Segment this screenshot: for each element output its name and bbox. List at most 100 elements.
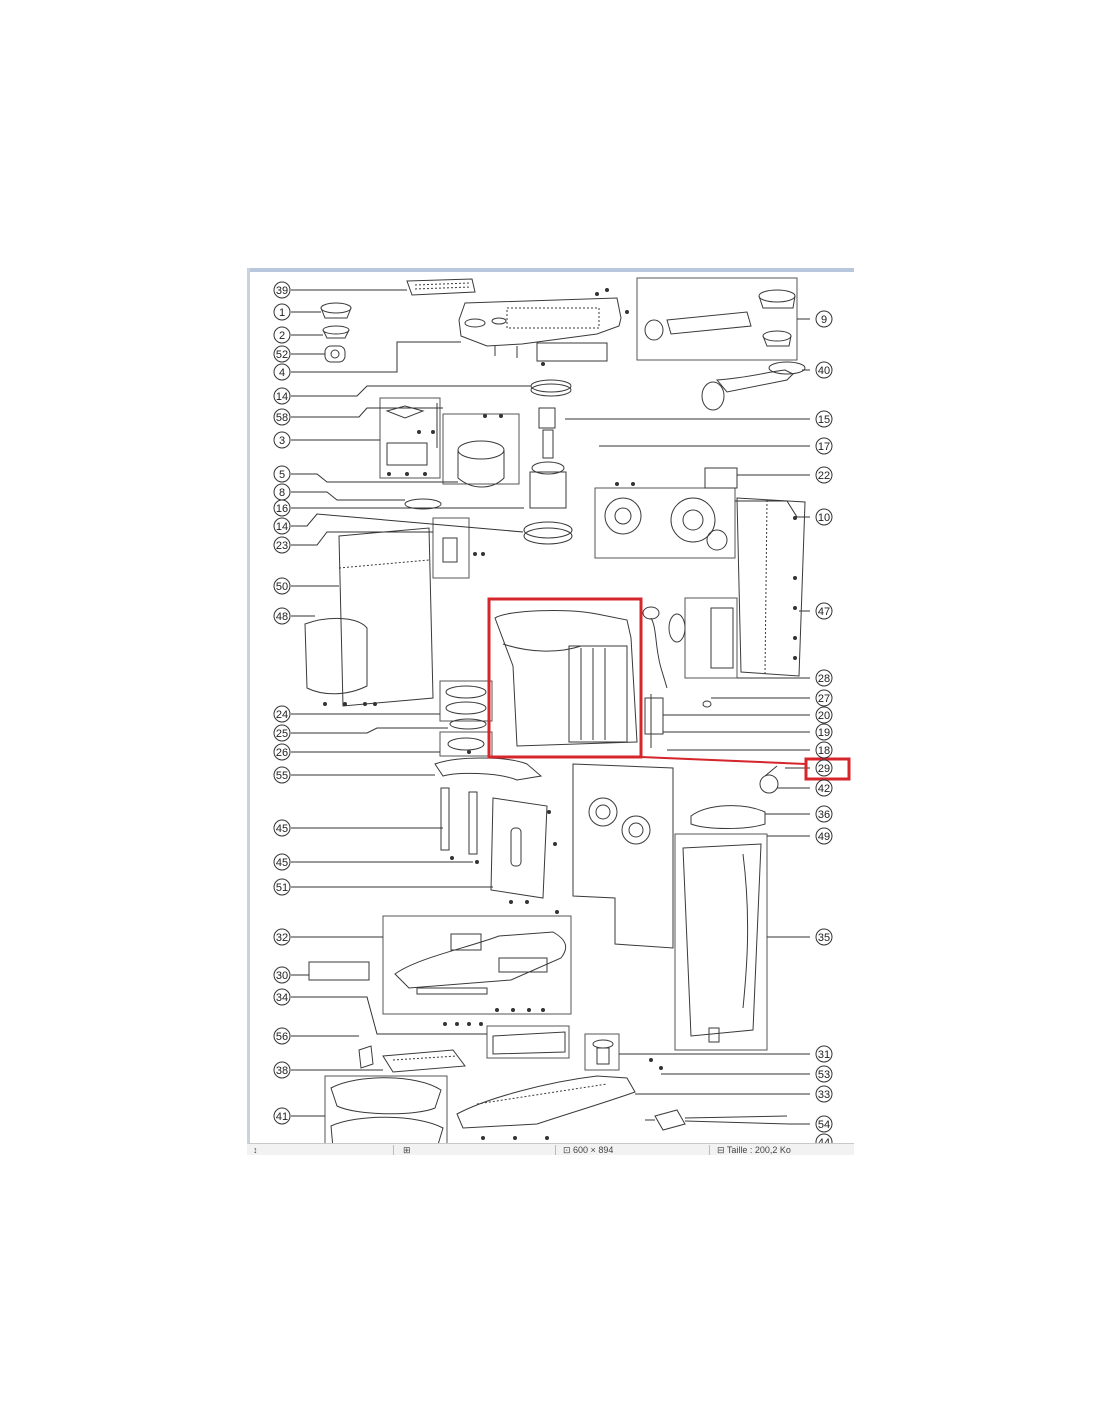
callout-right-35: 35 (815, 928, 833, 946)
window-top-border (247, 268, 854, 272)
callout-number: 1 (279, 307, 285, 319)
callout-circle (273, 303, 291, 321)
callout-circle (273, 1107, 291, 1125)
callout-number: 30 (276, 970, 288, 982)
window-left-border (247, 268, 250, 1155)
portafilter-part (701, 361, 806, 411)
callout-number: 33 (818, 1089, 830, 1101)
highlight-connector (640, 756, 807, 765)
bottom-housing-part (456, 1033, 636, 1129)
valve-parts (642, 597, 738, 748)
callout-number: 51 (276, 882, 288, 894)
callout-left-3: 3 (273, 431, 291, 449)
callout-number: 10 (818, 512, 830, 524)
callout-number: 36 (818, 809, 830, 821)
callout-left-1: 1 (273, 303, 291, 321)
callout-left-34: 34 (273, 988, 291, 1006)
status-separator (709, 1145, 710, 1155)
highlight-box-label (804, 757, 851, 781)
callout-left-25: 25 (273, 724, 291, 742)
callout-circle (273, 853, 291, 871)
callout-right-20: 20 (815, 706, 833, 724)
water-panel-part (490, 797, 548, 899)
leader-lines (291, 289, 810, 1125)
callout-right-31: 31 (815, 1045, 833, 1063)
callout-circle (273, 928, 291, 946)
callout-right-28: 28 (815, 669, 833, 687)
status-item-selection: ⊞ (403, 1145, 411, 1155)
callout-right-29: 29 (815, 759, 833, 777)
callout-number: 20 (818, 710, 830, 722)
callout-right-18: 18 (815, 741, 833, 759)
callout-circle (815, 466, 833, 484)
callout-circle (815, 1085, 833, 1103)
callout-right-53: 53 (815, 1065, 833, 1083)
callout-left-56: 56 (273, 1027, 291, 1045)
callout-circle (273, 465, 291, 483)
callout-circle (273, 517, 291, 535)
base-frame-part (382, 915, 572, 1015)
tray-ring-parts (439, 680, 493, 757)
callout-number: 55 (276, 770, 288, 782)
callout-left-45: 45 (273, 819, 291, 837)
callout-right-10: 10 (815, 508, 833, 526)
callout-circle (815, 779, 833, 797)
water-tank-part (674, 833, 768, 1051)
callout-circle (273, 281, 291, 299)
parts-diagram: 3912524145835816142350482425265545455132… (273, 277, 851, 1143)
highlight-box-body (487, 597, 643, 759)
highlight-boxes (487, 597, 851, 781)
callout-number: 5 (279, 469, 285, 481)
callouts-right: 9401517221047282720191829423649353153335… (815, 310, 833, 1143)
screw-markers (323, 288, 797, 1140)
callout-number: 9 (821, 314, 827, 326)
callout-number: 45 (276, 823, 288, 835)
power-cord-part (645, 1109, 790, 1131)
callout-number: 47 (818, 606, 830, 618)
callout-number: 8 (279, 487, 285, 499)
side-panel-part (736, 497, 806, 677)
callout-circle (273, 766, 291, 784)
callout-circle (815, 410, 833, 428)
callout-number: 22 (818, 470, 830, 482)
status-item-filesize: ⊟ Taille : 200,2 Ko (717, 1145, 791, 1155)
callout-circle (815, 1115, 833, 1133)
callout-right-19: 19 (815, 723, 833, 741)
callout-circle (815, 928, 833, 946)
callout-circle (273, 743, 291, 761)
callout-circle (273, 966, 291, 984)
callout-circle (273, 1027, 291, 1045)
callout-left-23: 23 (273, 536, 291, 554)
knob-cover-parts (690, 765, 779, 829)
front-panel-part (304, 517, 470, 707)
callout-left-14: 14 (273, 387, 291, 405)
callout-left-32: 32 (273, 928, 291, 946)
callout-right-9: 9 (815, 310, 833, 328)
rear-panel-part (572, 763, 674, 949)
callout-number: 48 (276, 611, 288, 623)
callout-right-15: 15 (815, 410, 833, 428)
callout-left-48: 48 (273, 607, 291, 625)
callout-left-50: 50 (273, 577, 291, 595)
callout-right-17: 17 (815, 437, 833, 455)
callout-right-42: 42 (815, 779, 833, 797)
callout-number: 49 (818, 831, 830, 843)
brew-group-part (636, 277, 798, 361)
callout-number: 42 (818, 783, 830, 795)
callout-circle (815, 706, 833, 724)
callout-circle (273, 1061, 291, 1079)
callout-right-47: 47 (815, 602, 833, 620)
callout-left-4: 4 (273, 363, 291, 381)
callout-circle (815, 508, 833, 526)
top-cover-part (458, 297, 622, 362)
status-item-dimensions: ⊡ 600 × 894 (563, 1145, 614, 1155)
callout-right-44: 44 (815, 1133, 833, 1143)
callout-left-39: 39 (273, 281, 291, 299)
callout-number: 58 (276, 412, 288, 424)
callout-number: 35 (818, 932, 830, 944)
callout-left-38: 38 (273, 1061, 291, 1079)
status-bar: ↕ ⊞ ⊡ 600 × 894 ⊟ Taille : 200,2 Ko (247, 1143, 854, 1155)
callout-number: 4 (279, 367, 285, 379)
status-item-move: ↕ (253, 1145, 258, 1155)
callout-number: 3 (279, 435, 285, 447)
